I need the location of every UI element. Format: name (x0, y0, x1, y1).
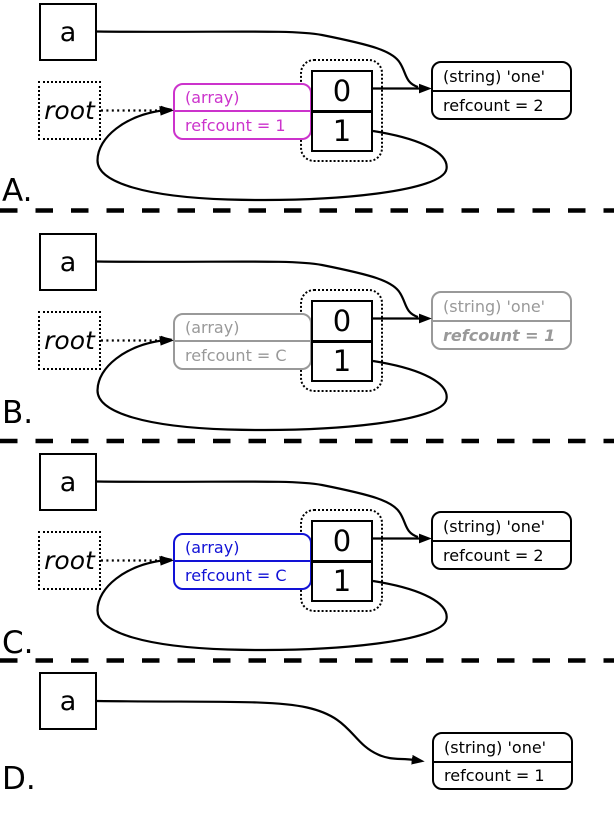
string-box: (string) 'one' refcount = 1 (432, 732, 573, 790)
string-type-label: (string) 'one' (433, 63, 570, 92)
array-cells: 0 1 (311, 520, 373, 602)
string-box: (string) 'one' refcount = 2 (431, 61, 572, 120)
string-box: (string) 'one' refcount = 1 (431, 291, 572, 350)
root-box: root (38, 81, 101, 140)
array-cells: 0 1 (311, 300, 373, 382)
array-refcount-label: refcount = C (185, 345, 287, 365)
var-a-box: a (39, 453, 97, 511)
var-a-box: a (39, 672, 97, 730)
string-type-label: (string) 'one' (433, 513, 570, 542)
array-cell-1: 1 (313, 562, 371, 600)
string-type-label: (string) 'one' (433, 293, 570, 322)
array-type-label: (array) (175, 535, 310, 562)
string-type-label: (string) 'one' (434, 734, 571, 763)
a-to-string-arrow (96, 699, 425, 765)
array-box: (array) refcount = C (173, 533, 312, 590)
string-refcount-label: refcount = 1 (443, 325, 556, 345)
var-a-box: a (39, 3, 97, 61)
root-label: root (44, 326, 95, 355)
array-type-label: (array) (175, 315, 310, 342)
string-refcount-label: refcount = 2 (443, 95, 544, 115)
array-cell-0: 0 (313, 302, 371, 343)
root-box: root (38, 531, 101, 590)
root-label: root (44, 96, 95, 125)
var-a-label: a (59, 685, 77, 717)
array-cells: 0 1 (311, 70, 373, 152)
panel-label-d: D. (2, 761, 36, 797)
root-label: root (44, 546, 95, 575)
var-a-label: a (59, 246, 77, 278)
var-a-label: a (59, 16, 77, 48)
array-refcount-label: refcount = 1 (185, 115, 286, 135)
root-box: root (38, 311, 101, 370)
array-cell-0: 0 (313, 72, 371, 113)
string-refcount-label: refcount = 2 (443, 545, 544, 565)
array-cell-1: 1 (313, 342, 371, 380)
array-box: (array) refcount = 1 (173, 83, 312, 140)
array-refcount-label: refcount = C (185, 565, 287, 585)
array-cell-1: 1 (313, 112, 371, 150)
array-cell-0: 0 (313, 522, 371, 563)
string-refcount-label: refcount = 1 (444, 766, 545, 785)
array-box: (array) refcount = C (173, 313, 312, 370)
var-a-label: a (59, 466, 77, 498)
panel-label-a: A. (2, 173, 33, 209)
panel-label-c: C. (2, 625, 34, 661)
panel-label-b: B. (2, 395, 34, 431)
var-a-box: a (39, 233, 97, 291)
string-box: (string) 'one' refcount = 2 (431, 511, 572, 570)
array-type-label: (array) (175, 85, 310, 112)
